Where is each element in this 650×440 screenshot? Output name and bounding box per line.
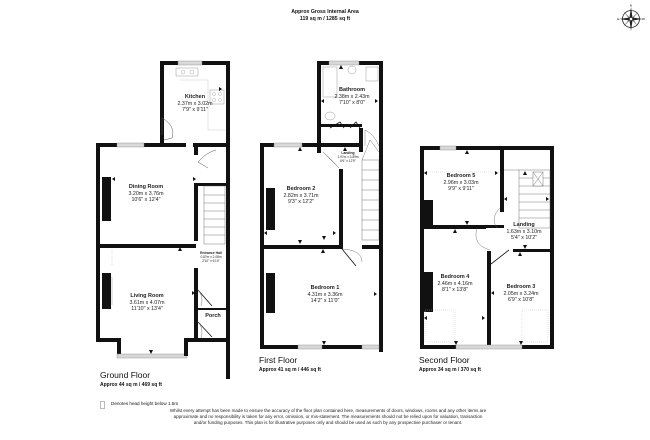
room-imperial: 5'4" x 10'2" — [510, 235, 538, 242]
room-imperial: 9'3" x 12'2" — [287, 199, 315, 206]
room-metric: 3.20m x 3.76m — [128, 190, 164, 197]
room-metric: 4.31m x 3.36m — [307, 291, 343, 298]
floor-area-first: Approx 41 sq m / 446 sq ft — [259, 367, 321, 373]
room-metric: 2.82m x 3.71m — [283, 192, 319, 199]
room-name: Living Room — [130, 293, 164, 299]
gross-area-title: Approx Gross Internal Area — [291, 9, 359, 15]
room-name: Landing — [513, 222, 535, 228]
room-metric: 0.87m x 2.08m — [200, 254, 222, 259]
head-height-swatch-icon — [100, 401, 105, 409]
room-imperial: 7'9" x 9'11" — [182, 107, 208, 114]
room-imperial: 6'9" x 10'8" — [507, 297, 535, 304]
room-label-entrance-hall: Entrance Hall 0.87m x 2.08m 2'10" x 6'10… — [200, 251, 222, 263]
room-label-bedroom-5: Bedroom 5 2.96m x 3.03m 9'9" x 9'11" — [443, 173, 478, 193]
room-imperial: 2'10" x 6'10" — [202, 258, 220, 263]
room-metric: 1.97m x 3.89m — [337, 154, 359, 159]
room-label-bedroom-4: Bedroom 4 2.46m x 4.16m 8'1" x 13'8" — [437, 274, 472, 294]
room-name: Kitchen — [184, 94, 206, 100]
room-imperial: 9'9" x 9'11" — [448, 186, 474, 193]
room-label-bedroom-1: Bedroom 1 4.31m x 3.36m 14'2" x 11'0" — [307, 285, 342, 305]
room-metric: 2.37m x 3.02m — [177, 100, 213, 107]
room-label-bedroom-2: Bedroom 2 2.82m x 3.71m 9'3" x 12'2" — [283, 186, 318, 206]
room-metric: 1.63m x 3.10m — [506, 228, 542, 235]
room-imperial: 6'6" x 12'9" — [340, 158, 356, 163]
floor-title-first: First Floor — [259, 355, 298, 365]
room-label-first-landing: Landing 1.97m x 3.89m 6'6" x 12'9" — [337, 151, 359, 163]
floor-title-second: Second Floor — [419, 355, 470, 365]
room-name: Dining Room — [128, 184, 164, 190]
room-name: Bathroom — [339, 87, 365, 93]
room-name: Bedroom 2 — [286, 186, 316, 192]
floor-area-second: Approx 34 sq m / 370 sq ft — [419, 367, 481, 373]
compass-north-label: N — [630, 4, 632, 8]
legend-label: Denotes head height below 1.5m — [111, 401, 179, 406]
room-metric: 2.96m x 3.03m — [443, 179, 479, 186]
room-name: Porch — [205, 313, 221, 319]
room-imperial: 11'10" x 13'4" — [131, 306, 163, 313]
room-imperial: 8'1" x 13'8" — [441, 287, 469, 294]
compass-west-label: W — [642, 17, 645, 21]
ground-floor-plan — [96, 60, 230, 379]
room-name: Bedroom 4 — [440, 274, 470, 280]
room-label-bathroom: Bathroom 2.38m x 2.43m 7'10" x 8'0" — [334, 87, 369, 107]
floor-area-ground: Approx 44 sq m / 469 sq ft — [100, 382, 162, 388]
room-imperial: 10'6" x 12'4" — [131, 197, 161, 204]
dining-room-walls — [96, 135, 230, 379]
room-label-porch: Porch — [205, 313, 221, 320]
room-label-bedroom-3: Bedroom 3 2.05m x 3.24m 6'9" x 10'8" — [503, 284, 538, 304]
kitchen-walls — [160, 60, 230, 145]
room-name: Bedroom 5 — [446, 173, 476, 179]
compass-rose-icon: N E W — [617, 4, 645, 31]
room-label-kitchen: Kitchen 2.37m x 3.02m 7'9" x 9'11" — [177, 94, 212, 114]
room-name: Landing — [341, 151, 355, 155]
room-metric: 2.46m x 4.16m — [437, 280, 473, 287]
room-imperial: 7'10" x 8'0" — [338, 100, 366, 107]
legend: Denotes head height below 1.5m — [100, 401, 178, 409]
room-metric: 3.61m x 4.07m — [129, 299, 165, 306]
disclaimer-text: Whilst every attempt has been made to en… — [169, 408, 487, 425]
room-metric: 2.38m x 2.43m — [334, 93, 370, 100]
room-label-dining-room: Dining Room 3.20m x 3.76m 10'6" x 12'4" — [128, 184, 163, 204]
floor-title-ground: Ground Floor — [100, 370, 151, 380]
living-room-walls — [96, 244, 230, 359]
room-label-living-room: Living Room 3.61m x 4.07m 11'10" x 13'4" — [129, 293, 164, 313]
gross-area-value: 119 sq m / 1285 sq ft — [299, 15, 351, 22]
first-floor-plan — [260, 60, 383, 352]
second-floor-plan — [420, 145, 554, 350]
gross-area-header: Approx Gross Internal Area 119 sq m / 12… — [0, 9, 650, 22]
room-name: Bedroom 3 — [506, 284, 536, 290]
room-metric: 2.05m x 3.24m — [503, 290, 539, 297]
compass-east-label: E — [617, 17, 619, 21]
room-name: Entrance Hall — [200, 251, 222, 255]
room-name: Bedroom 1 — [310, 285, 340, 291]
room-label-second-landing: Landing 1.63m x 3.10m 5'4" x 10'2" — [506, 222, 541, 242]
room-imperial: 14'2" x 11'0" — [310, 298, 340, 305]
